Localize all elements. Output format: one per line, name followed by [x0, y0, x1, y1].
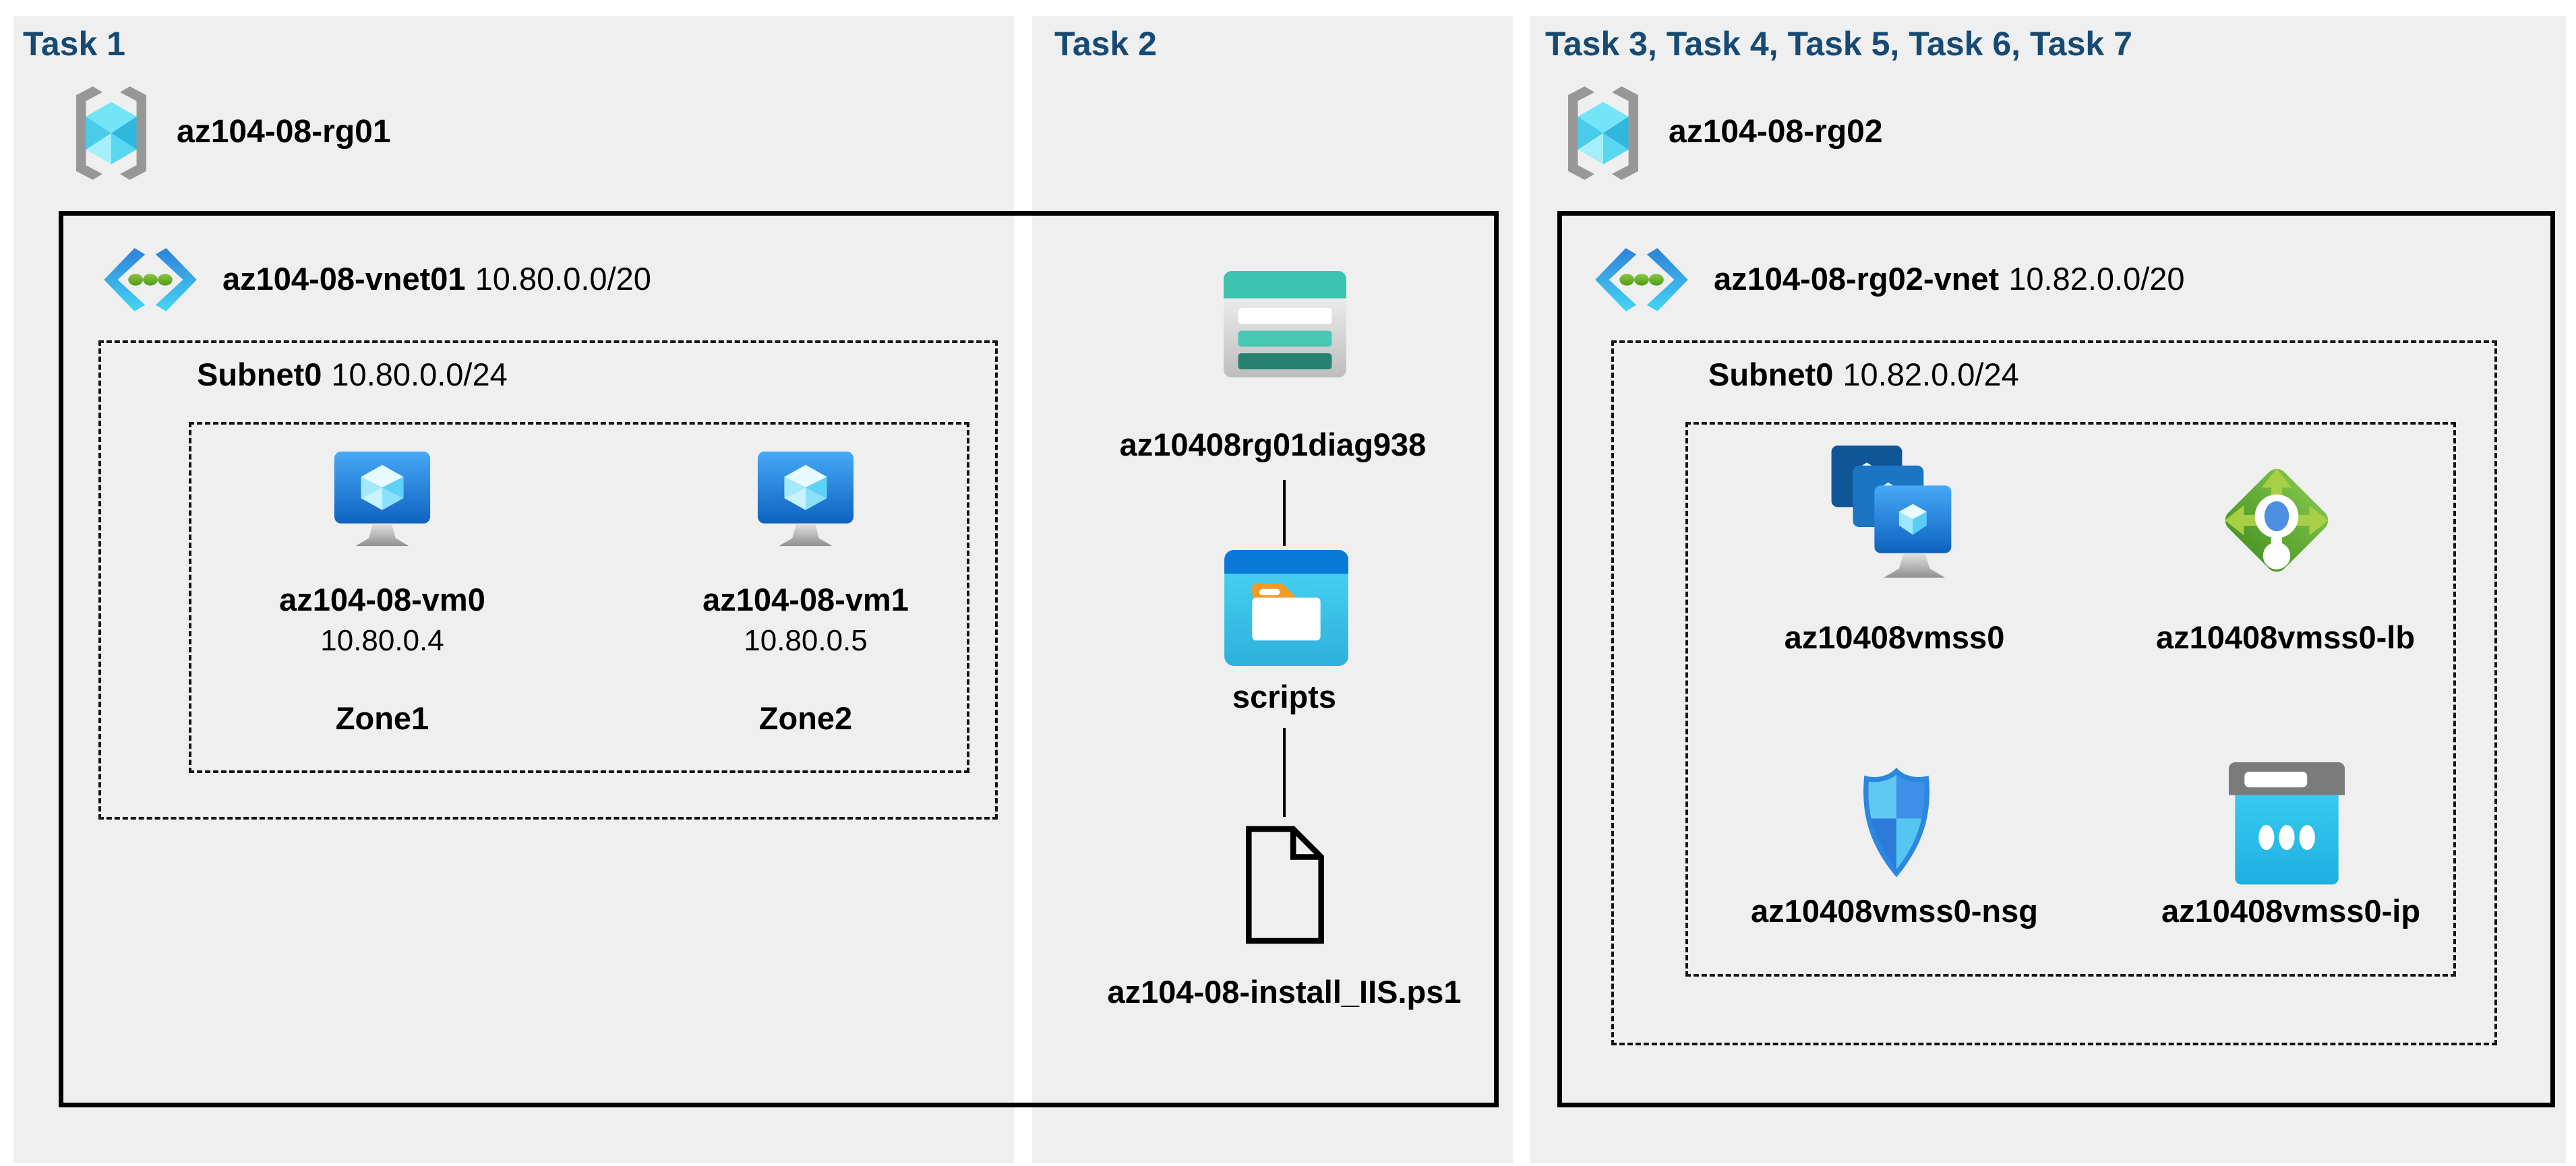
subnet-label: Subnet0 10.82.0.0/24 — [1708, 356, 2019, 393]
subnet-label: Subnet0 10.80.0.0/24 — [197, 356, 508, 393]
subnet-name: Subnet0 — [1708, 357, 1834, 392]
subnet-name: Subnet0 — [197, 357, 322, 392]
vm1-ip: 10.80.0.5 — [744, 624, 868, 657]
connector-container-file — [1283, 728, 1286, 817]
vm1-zone: Zone2 — [758, 700, 853, 736]
virtual-network-icon — [1595, 248, 1688, 311]
file-icon — [1246, 826, 1324, 944]
task2-title: Task 2 — [1054, 25, 1157, 63]
vm0-name: az104-08-vm0 — [279, 582, 485, 617]
subnet-cidr: 10.80.0.0/24 — [331, 357, 508, 392]
vm0-zone: Zone1 — [335, 700, 429, 736]
storage-account-icon — [1224, 270, 1346, 378]
task1-title: Task 1 — [23, 25, 125, 63]
public-ip-name: az10408vmss0-ip — [2161, 893, 2421, 929]
panel-task1 — [13, 16, 1014, 1163]
task3-title: Task 3, Task 4, Task 5, Task 6, Task 7 — [1545, 25, 2132, 63]
resource-group-icon — [1568, 86, 1638, 180]
vmss-name: az10408vmss0 — [1784, 619, 2005, 655]
subnet-box — [98, 340, 998, 820]
virtual-machine-icon — [334, 452, 431, 547]
resource-group-icon — [76, 86, 146, 180]
nsg-name: az10408vmss0-nsg — [1751, 893, 2038, 929]
vmss-group-box — [1685, 422, 2456, 977]
vm-group-box — [189, 422, 969, 773]
load-balancer-icon — [2225, 468, 2329, 572]
panel-task3-7 — [1530, 16, 2566, 1163]
vnet-name: az104-08-rg02-vnet — [1714, 261, 2000, 297]
load-balancer-name: az10408vmss0-lb — [2155, 619, 2416, 655]
connector-storage-container — [1283, 480, 1286, 546]
vnet-cidr: 10.82.0.0/20 — [2008, 261, 2185, 297]
vnet-outline-box — [1557, 211, 2555, 1107]
vnet-outline-box — [59, 211, 1499, 1107]
subnet-cidr: 10.82.0.0/24 — [1843, 357, 2019, 392]
resource-group-name: az104-08-rg01 — [177, 114, 391, 150]
subnet-box — [1611, 340, 2497, 1045]
vm-scale-set-icon — [1831, 446, 1952, 578]
vnet-name: az104-08-vnet01 — [222, 261, 466, 297]
public-ip-icon — [2229, 762, 2345, 885]
vm1-name: az104-08-vm1 — [702, 582, 909, 617]
script-file-name: az104-08-install_IIS.ps1 — [1107, 974, 1462, 1010]
vnet-cidr: 10.80.0.0/20 — [475, 261, 651, 297]
container-name: scripts — [1232, 679, 1337, 714]
storage-account-name: az10408rg01diag938 — [1119, 427, 1427, 462]
resource-group-name: az104-08-rg02 — [1669, 114, 1883, 150]
nsg-shield-icon — [1863, 767, 1930, 878]
virtual-network-icon — [104, 248, 197, 311]
virtual-machine-icon — [757, 452, 854, 547]
vm0-ip: 10.80.0.4 — [320, 624, 444, 657]
blob-container-icon — [1224, 550, 1348, 666]
